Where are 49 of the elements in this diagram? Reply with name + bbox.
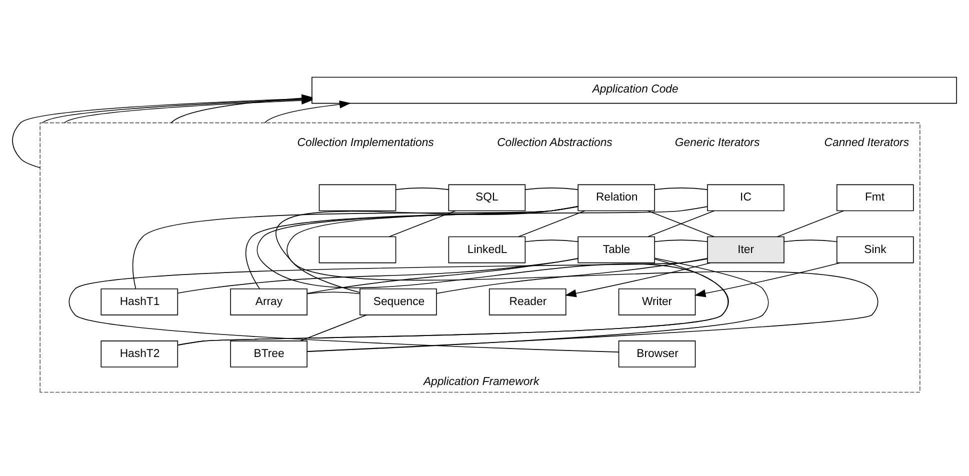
connector <box>300 314 368 342</box>
label: Collection Implementations <box>297 137 434 150</box>
arrow <box>564 262 711 298</box>
node-box <box>318 184 396 212</box>
connector <box>518 210 586 238</box>
connector <box>286 206 708 293</box>
node-box: HashT2 <box>100 340 178 368</box>
node-box: Sink <box>836 236 914 264</box>
connector <box>524 240 578 242</box>
node-box: BTree <box>230 340 308 368</box>
node-box: IC <box>707 184 784 212</box>
connector <box>177 258 578 294</box>
connector <box>776 210 844 238</box>
node-box: Array <box>230 288 308 316</box>
connector <box>132 206 578 290</box>
connector <box>784 240 838 242</box>
node-box: Relation <box>578 184 655 212</box>
connector <box>177 258 729 346</box>
connector <box>276 206 878 352</box>
connector <box>177 206 729 346</box>
label: Canned Iterators <box>824 137 910 150</box>
connector <box>68 258 708 352</box>
connector <box>388 210 456 238</box>
node-box: Iter <box>707 236 784 264</box>
connector <box>647 210 715 238</box>
node-box <box>318 236 396 264</box>
connector <box>436 258 708 294</box>
connector <box>654 240 708 242</box>
node-box: SQL <box>448 184 526 212</box>
connector <box>306 258 578 294</box>
node-box: Browser <box>618 340 696 368</box>
node-box: HashT1 <box>100 288 178 316</box>
node-box: LinkedL <box>448 236 526 264</box>
label: Collection Abstractions <box>497 137 612 150</box>
node-box: Writer <box>618 288 696 316</box>
arrow <box>694 262 840 298</box>
node-box: Reader <box>488 288 566 316</box>
connector <box>524 188 578 190</box>
label: Generic Iterators <box>674 137 760 150</box>
arrow <box>264 100 351 124</box>
connector <box>306 258 769 352</box>
connector <box>396 188 449 190</box>
node-box: Table <box>578 236 655 264</box>
connector <box>306 292 360 294</box>
node-box: Sequence <box>360 288 437 316</box>
node-box: Application Code <box>312 76 957 104</box>
connector <box>654 188 708 190</box>
connector <box>245 206 578 290</box>
node-box: Fmt <box>836 184 914 212</box>
